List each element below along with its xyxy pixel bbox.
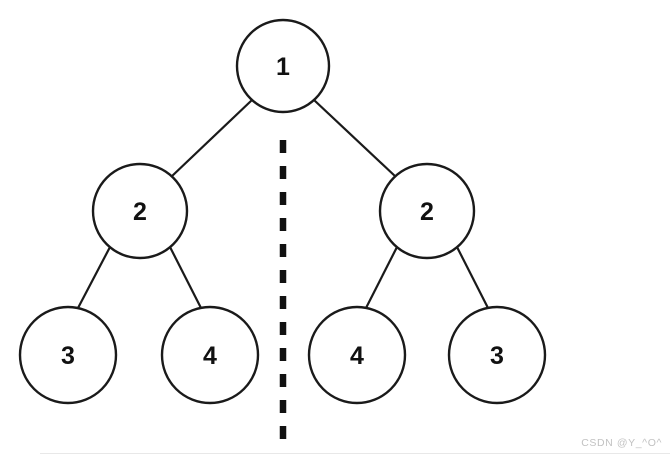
node-circle-leaf-right-4 <box>307 305 407 405</box>
node-label-left-2: 2 <box>133 198 147 226</box>
node-label-leaf-left-4: 4 <box>203 342 217 370</box>
edge-group <box>77 99 489 309</box>
node-circle-leaf-left-3 <box>18 305 118 405</box>
node-label-root: 1 <box>276 53 290 81</box>
edge-right-2-to-leaf-3 <box>456 246 489 309</box>
node-circle-leaf-right-3 <box>447 305 547 405</box>
watermark-text: CSDN @Y_^O^ <box>581 437 662 449</box>
node-group: 1 2 2 3 4 4 3 <box>18 18 547 405</box>
node-label-right-2: 2 <box>420 198 434 226</box>
node-label-leaf-left-3: 3 <box>61 342 75 370</box>
bottom-divider <box>40 453 670 454</box>
node-root[interactable]: 1 <box>235 18 331 114</box>
edge-root-to-left-2 <box>170 99 253 178</box>
node-leaf-right-4[interactable]: 4 <box>307 305 407 405</box>
node-circle-root <box>235 18 331 114</box>
node-leaf-left-3[interactable]: 3 <box>18 305 118 405</box>
edge-right-2-to-leaf-4 <box>365 246 398 309</box>
node-circle-right-2 <box>378 162 476 260</box>
node-circle-left-2 <box>91 162 189 260</box>
node-leaf-left-4[interactable]: 4 <box>160 305 260 405</box>
edge-left-2-to-leaf-4 <box>169 246 202 309</box>
node-leaf-right-3[interactable]: 3 <box>447 305 547 405</box>
node-label-leaf-right-3: 3 <box>490 342 504 370</box>
node-circle-leaf-left-4 <box>160 305 260 405</box>
node-right-2[interactable]: 2 <box>378 162 476 260</box>
edge-root-to-right-2 <box>313 99 397 178</box>
edge-left-2-to-leaf-3 <box>77 246 111 309</box>
node-label-leaf-right-4: 4 <box>350 342 364 370</box>
node-left-2[interactable]: 2 <box>91 162 189 260</box>
